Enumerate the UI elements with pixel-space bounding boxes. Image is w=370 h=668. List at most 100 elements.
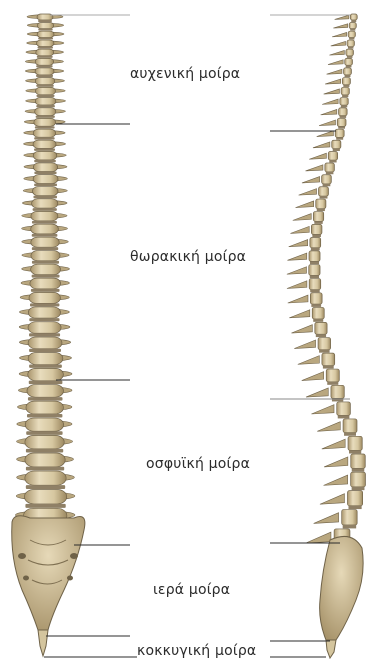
vertebra-body xyxy=(33,175,58,184)
vertebra-body-side xyxy=(315,322,327,334)
intervertebral-disc xyxy=(26,467,64,471)
side-coccyx xyxy=(326,640,336,658)
intervertebral-disc xyxy=(33,208,57,211)
intervertebral-disc-side xyxy=(338,126,345,128)
vertebra-body-side xyxy=(344,68,352,75)
vertebra-body-side xyxy=(346,49,354,56)
vertebra-body-side xyxy=(309,251,320,262)
vertebra-body xyxy=(28,307,60,318)
vertebra-body xyxy=(34,118,56,126)
spinous-process xyxy=(328,60,343,65)
intervertebral-disc-side xyxy=(352,487,365,490)
intervertebral-disc xyxy=(28,397,63,400)
vertebra-body-side xyxy=(343,419,357,433)
intervertebral-disc xyxy=(37,56,53,58)
vertebra-body-side xyxy=(350,14,357,20)
spinous-process xyxy=(319,120,335,126)
vertebra-body-side xyxy=(348,31,355,37)
spinous-process xyxy=(294,340,315,349)
spinous-process xyxy=(287,253,306,260)
vertebra-body-side xyxy=(351,472,366,487)
spinous-process xyxy=(287,267,307,275)
intervertebral-disc-side xyxy=(310,290,320,293)
intervertebral-disc-side xyxy=(310,261,319,264)
vertebra-body-side xyxy=(331,385,344,398)
vertebra-body-side xyxy=(316,199,326,209)
spinous-process xyxy=(295,201,313,208)
vertebra-body xyxy=(31,224,59,234)
intervertebral-disc xyxy=(38,29,52,31)
vertebra-body xyxy=(31,237,59,247)
intervertebral-disc-side xyxy=(352,468,365,471)
intervertebral-disc xyxy=(36,85,54,87)
vertebra-body xyxy=(31,211,58,221)
spinous-process xyxy=(290,226,309,233)
intervertebral-disc-side xyxy=(349,450,361,453)
vertebra-body xyxy=(35,78,55,85)
front-coccyx xyxy=(38,630,48,656)
spinous-process xyxy=(320,494,345,505)
vertebra-body-side xyxy=(345,58,353,65)
vertebra-body xyxy=(33,163,57,172)
spinous-process xyxy=(289,240,308,247)
vertebra-body-side xyxy=(310,238,321,248)
vertebra-body-side xyxy=(332,140,341,148)
vertebra-body-side xyxy=(335,129,344,137)
sacral-foramen xyxy=(18,553,26,559)
intervertebral-disc-side xyxy=(349,38,354,40)
sacral-foramen xyxy=(67,576,73,581)
vertebra-body-side xyxy=(313,212,323,222)
vertebra-body xyxy=(36,49,54,56)
spinous-process xyxy=(293,214,311,221)
intervertebral-disc-side xyxy=(323,184,331,186)
vertebra-body xyxy=(32,199,58,208)
spinous-process xyxy=(309,153,326,159)
intervertebral-disc xyxy=(34,137,54,139)
vertebra-body xyxy=(28,368,64,380)
intervertebral-disc xyxy=(26,431,62,435)
vertebra-body-side xyxy=(337,402,351,415)
intervertebral-disc-side xyxy=(316,334,326,337)
intervertebral-disc xyxy=(35,126,55,128)
vertebra-body xyxy=(35,87,55,94)
spinous-process xyxy=(324,89,340,94)
intervertebral-disc xyxy=(33,196,57,199)
intervertebral-disc-side xyxy=(314,221,322,224)
intervertebral-disc xyxy=(29,349,61,352)
vertebra-body-side xyxy=(347,40,354,46)
intervertebral-disc xyxy=(27,414,62,418)
intervertebral-disc xyxy=(38,47,53,49)
intervertebral-disc xyxy=(32,221,57,224)
vertebra-body xyxy=(37,40,54,46)
intervertebral-disc xyxy=(38,20,52,22)
vertebra-body xyxy=(25,435,64,448)
spinous-process xyxy=(291,325,312,333)
intervertebral-disc-side xyxy=(310,275,319,278)
vertebra-body-side xyxy=(348,436,362,450)
spinous-process xyxy=(298,356,320,365)
vertebra-body-side xyxy=(322,175,332,184)
spinous-process xyxy=(313,142,330,148)
vertebra-body-side xyxy=(310,293,322,304)
spinous-process xyxy=(332,32,347,36)
intervertebral-disc xyxy=(36,105,55,107)
sacral-foramen xyxy=(23,576,29,581)
vertebra-body-side xyxy=(312,307,324,319)
vertebra-body-side xyxy=(309,279,321,290)
intervertebral-disc xyxy=(36,115,55,117)
spinous-process xyxy=(289,310,310,318)
intervertebral-disc-side xyxy=(350,29,355,31)
vertebra-body xyxy=(26,401,63,414)
intervertebral-disc-side xyxy=(351,20,356,22)
vertebra-body-side xyxy=(339,108,348,116)
vertebra-body xyxy=(35,58,53,65)
vertebra-body xyxy=(37,23,53,29)
vertebra-body-side xyxy=(309,265,320,276)
vertebra-body xyxy=(33,151,57,159)
intervertebral-disc xyxy=(32,275,60,278)
intervertebral-disc-side xyxy=(319,350,330,353)
intervertebral-disc-side xyxy=(320,196,328,198)
vertebra-body xyxy=(28,322,61,333)
label-sacral: ιερά μοίρα xyxy=(153,582,230,598)
